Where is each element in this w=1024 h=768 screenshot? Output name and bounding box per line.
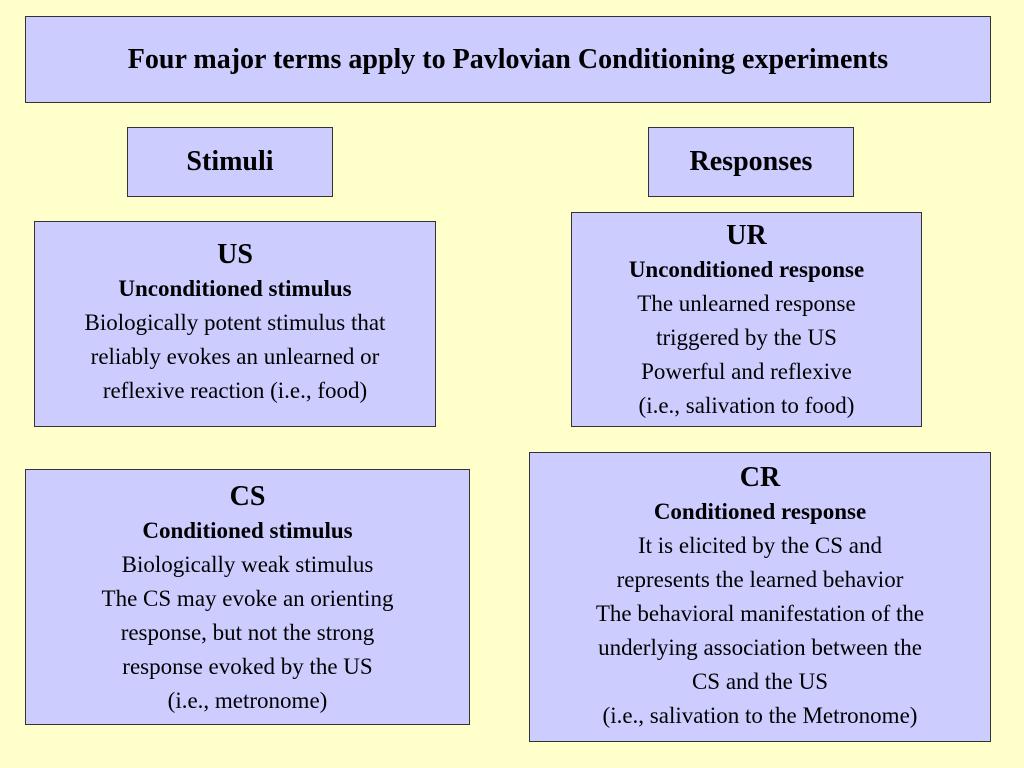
cr-line: It is elicited by the CS and [637,533,882,558]
cr-box: CR Conditioned response It is elicited b… [529,452,991,742]
ur-line: The unlearned response [637,291,856,316]
slide-title: Four major terms apply to Pavlovian Cond… [127,43,889,75]
us-box: US Unconditioned stimulus Biologically p… [34,221,436,427]
ur-full-name: Unconditioned response [628,257,865,282]
us-full-name: Unconditioned stimulus [118,276,352,301]
stimuli-header: Stimuli [127,127,333,197]
cr-line: represents the learned behavior [616,567,904,592]
us-line: reflexive reaction (i.e., food) [102,378,368,403]
cs-box: CS Conditioned stimulus Biologically wea… [25,469,470,725]
ur-box: UR Unconditioned response The unlearned … [571,212,922,427]
cr-line: underlying association between the [598,635,922,660]
ur-line: (i.e., salivation to food) [638,393,855,418]
cr-abbr: CR [739,462,781,493]
cs-line: The CS may evoke an orienting [101,586,394,611]
ur-abbr: UR [726,220,767,251]
cr-line: The behavioral manifestation of the [595,601,925,626]
responses-header: Responses [648,127,854,197]
cs-line: (i.e., metronome) [167,688,328,713]
cs-line: Biologically weak stimulus [121,552,374,577]
cs-abbr: CS [229,481,266,512]
title-box: Four major terms apply to Pavlovian Cond… [25,16,991,103]
cr-full-name: Conditioned response [653,499,867,524]
cs-full-name: Conditioned stimulus [142,518,353,543]
cr-line: CS and the US [691,669,829,694]
ur-line: Powerful and reflexive [641,359,852,384]
us-abbr: US [217,239,253,270]
cr-line: (i.e., salivation to the Metronome) [602,703,918,728]
us-line: reliably evokes an unlearned or [90,344,380,369]
cs-line: response, but not the strong [120,620,375,645]
cs-line: response evoked by the US [122,654,373,679]
ur-line: triggered by the US [656,325,837,350]
us-line: Biologically potent stimulus that [84,310,386,335]
